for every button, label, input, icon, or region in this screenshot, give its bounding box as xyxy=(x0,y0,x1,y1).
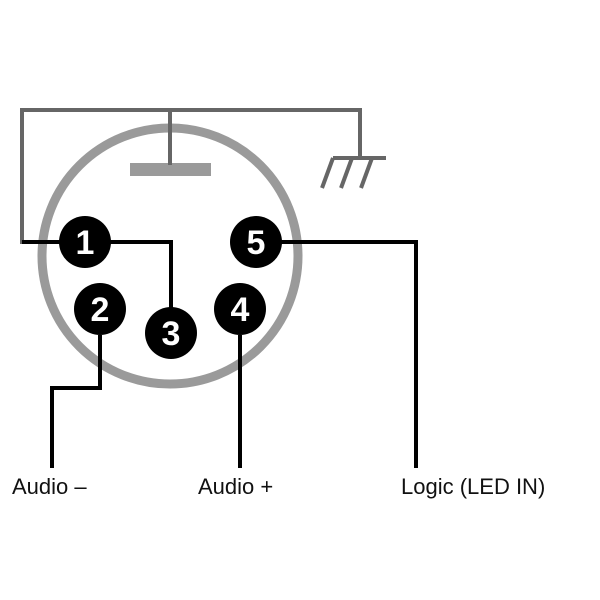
audio-plus-label: Audio + xyxy=(198,474,274,499)
pin-3-number: 3 xyxy=(162,315,181,353)
pin-3: 3 xyxy=(145,307,197,359)
pin-1-circle xyxy=(59,216,111,268)
pin1-to-pin3-wire xyxy=(85,240,173,320)
pin-4-number: 4 xyxy=(231,291,250,329)
pin-2: 2 xyxy=(74,283,126,335)
pin-5-number: 5 xyxy=(247,224,266,262)
pin-5-circle xyxy=(230,216,282,268)
pin-1-number: 1 xyxy=(76,224,95,262)
connector-key xyxy=(130,163,211,176)
ground-icon xyxy=(320,156,386,189)
signal-wires xyxy=(22,240,418,468)
pin-4: 4 xyxy=(214,283,266,335)
pin-4-circle xyxy=(214,283,266,335)
pin-5: 5 xyxy=(230,216,282,268)
audio-minus-label: Audio – xyxy=(12,474,87,499)
pin-1: 1 xyxy=(59,216,111,268)
logic-label: Logic (LED IN) xyxy=(401,474,546,499)
pin-2-circle xyxy=(74,283,126,335)
logic-wire xyxy=(280,240,418,468)
pin-3-circle xyxy=(145,307,197,359)
audio-minus-wire xyxy=(50,335,102,468)
pin-2-number: 2 xyxy=(91,291,110,329)
shield-wire xyxy=(20,108,362,244)
